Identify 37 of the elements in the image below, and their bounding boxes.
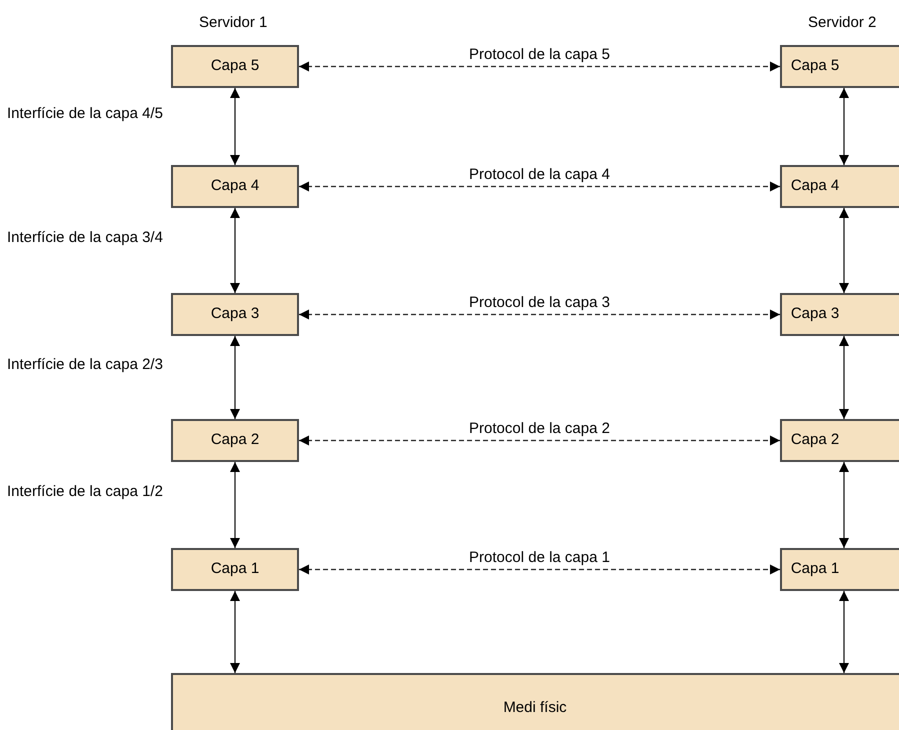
edge-label: Protocol de la capa 5 <box>469 46 610 62</box>
layer-box: Capa 2 <box>171 419 299 462</box>
layer-box: Capa 4 <box>780 165 899 208</box>
edge-label: Protocol de la capa 2 <box>469 420 610 436</box>
layer-box: Capa 2 <box>780 419 899 462</box>
edge-label: Protocol de la capa 3 <box>469 294 610 310</box>
column-heading: Servidor 2 <box>808 13 876 33</box>
arrow <box>230 208 240 293</box>
arrow <box>299 436 780 446</box>
arrow <box>839 88 849 165</box>
layer-box: Capa 1 <box>780 548 899 591</box>
layer-box: Capa 3 <box>171 293 299 336</box>
arrow <box>839 591 849 673</box>
arrow <box>299 310 780 320</box>
layer-box: Capa 1 <box>171 548 299 591</box>
edge-label: Interfície de la capa 4/5 <box>7 104 163 122</box>
column-heading: Servidor 1 <box>199 13 268 33</box>
arrow <box>299 564 780 574</box>
arrow <box>839 208 849 293</box>
arrow <box>230 88 240 165</box>
layer-box: Capa 4 <box>171 165 299 208</box>
edge-label: Interfície de la capa 3/4 <box>7 228 163 246</box>
arrow <box>230 591 240 673</box>
layer-box: Capa 5 <box>171 45 299 88</box>
arrow <box>230 336 240 419</box>
edge-label: Interfície de la capa 2/3 <box>7 356 163 372</box>
layer-box: Capa 3 <box>780 293 899 336</box>
layer-box: Capa 5 <box>780 45 899 88</box>
arrow <box>839 336 849 419</box>
arrow <box>299 62 780 72</box>
edge-label: Interfície de la capa 1/2 <box>7 483 163 500</box>
edge-label: Protocol de la capa 1 <box>469 548 610 566</box>
edge-label: Protocol de la capa 4 <box>469 166 610 182</box>
medium-box: Medi físic <box>171 673 899 730</box>
arrow <box>839 462 849 548</box>
arrow <box>299 182 780 192</box>
arrow <box>230 462 240 548</box>
